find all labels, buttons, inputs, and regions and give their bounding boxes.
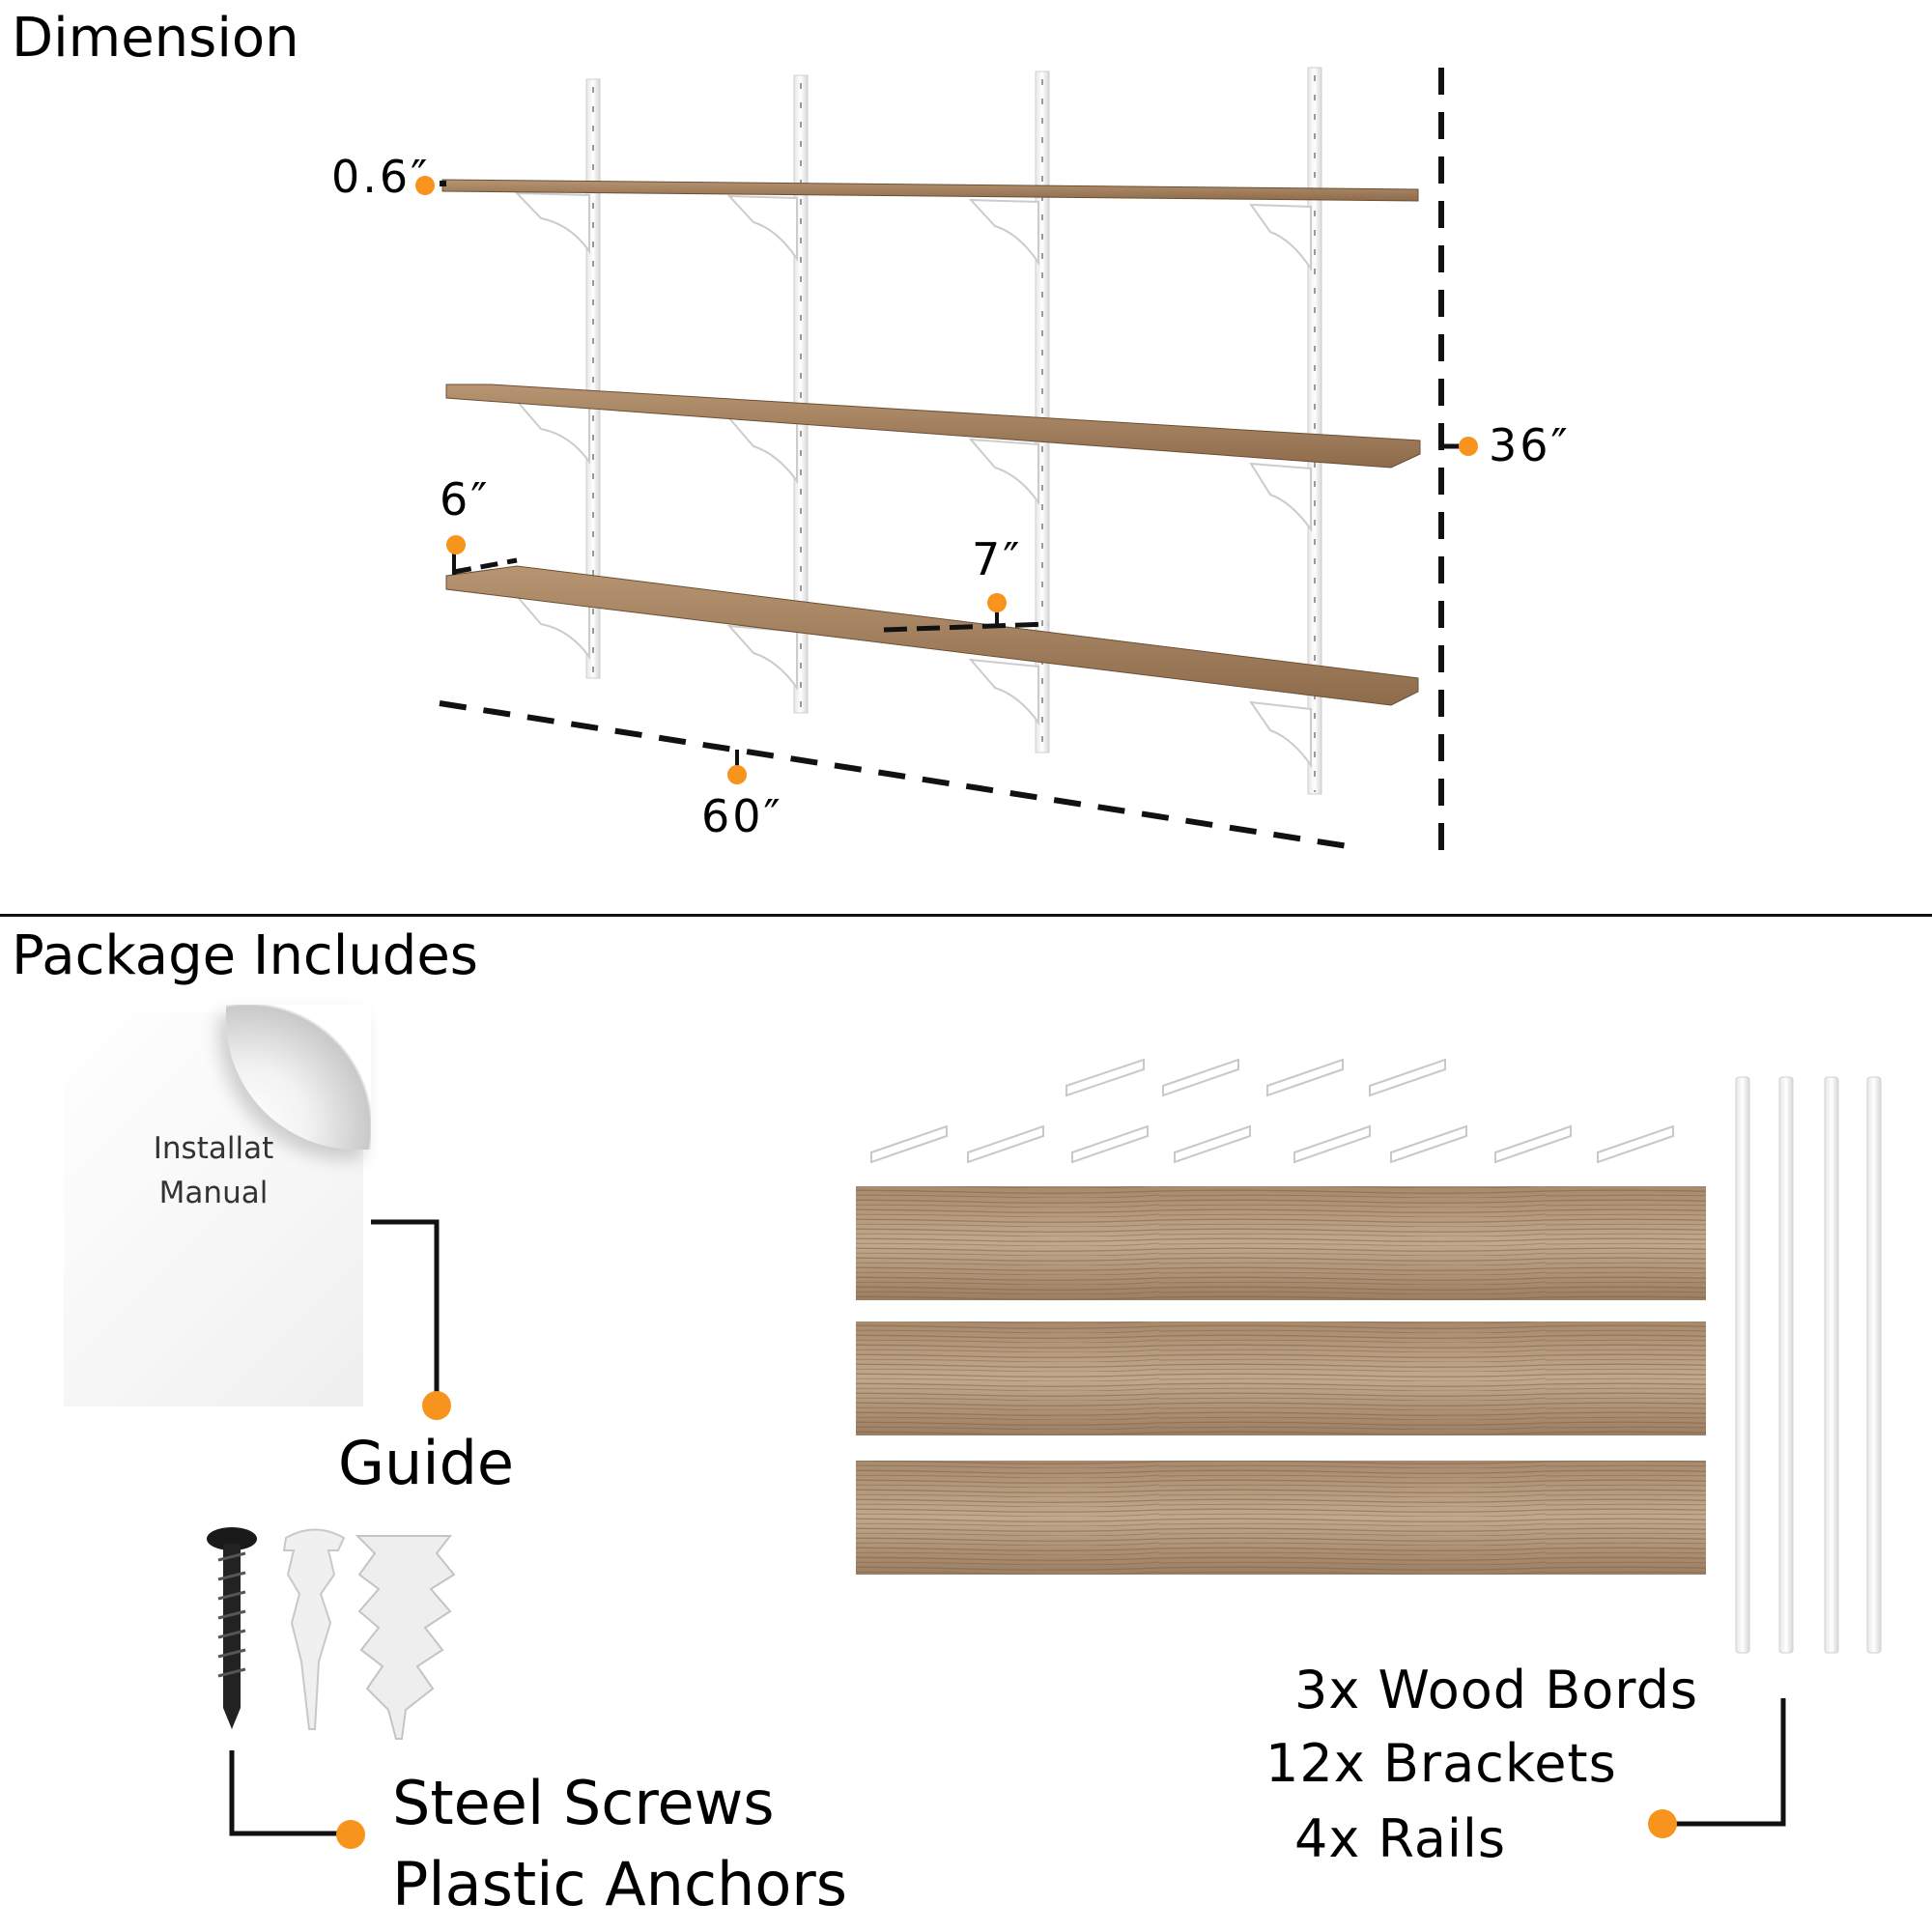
guide-label: Guide [338,1428,515,1498]
bracket [514,594,590,661]
bracket [514,191,590,255]
spacing-dashed-line [883,621,1049,633]
height-dot [1459,437,1478,456]
rail-piece [1866,1076,1882,1654]
shelf-brackets [514,191,1312,769]
bracket-piece [1390,1124,1467,1164]
loose-rails [1735,1076,1882,1654]
spacing-label: 7″ [972,533,1023,585]
bracket-piece [967,1124,1044,1164]
bracket-piece [870,1124,948,1164]
package-connectors [229,1219,1786,1836]
rail-piece [1824,1076,1839,1654]
rail-piece [1735,1076,1750,1654]
thickness-dot [415,176,435,195]
bracket-piece [1266,1058,1344,1097]
depth-dot [446,535,466,554]
hardware-dot [336,1820,365,1849]
spacing-dot [987,593,1007,612]
guide-connector [371,1219,440,1401]
plastic-anchor-icon [282,1528,346,1730]
drywall-anchor-icon [355,1535,456,1740]
screws-label: Steel Screws [392,1768,775,1838]
guide-dot [422,1391,451,1420]
rails-label: 4x Rails [1294,1808,1507,1869]
bracket [726,194,798,263]
screw-icon [207,1527,257,1729]
bracket [968,658,1039,726]
manual-text: Installat Manual [64,1126,363,1215]
boards-label: 3x Wood Bords [1294,1660,1698,1720]
dimension-dots [415,176,1478,784]
package-title: Package Includes [12,924,478,987]
manual-line-2: Manual [158,1176,269,1210]
shelf-top [441,179,1419,202]
bracket [968,198,1039,267]
bracket [968,438,1039,506]
bracket [1248,700,1312,769]
loose-brackets [870,1058,1674,1164]
bracket [514,399,590,466]
rail-piece [1778,1076,1794,1654]
hardware [207,1527,456,1740]
dimension-title: Dimension [12,7,299,70]
width-dot [727,765,747,784]
section-divider [0,914,1932,917]
hardware-connector [229,1750,340,1836]
bracket-piece [1369,1058,1446,1097]
bracket-piece [1494,1124,1572,1164]
bracket [726,416,798,485]
manual-line-1: Installat [153,1131,274,1166]
brackets-label: 12x Brackets [1265,1733,1617,1794]
bracket-piece [1065,1058,1145,1097]
bracket-piece [1174,1124,1251,1164]
installation-manual: Installat Manual [64,1005,371,1406]
depth-label: 6″ [440,473,491,526]
parts-dot [1648,1809,1677,1838]
width-dashed-line [439,700,1361,851]
bracket [1249,462,1312,533]
bracket [726,624,798,692]
height-label: 36″ [1489,419,1571,471]
depth-dashed-line [453,557,518,575]
wood-boards [856,1186,1706,1575]
assembled-shelves [441,179,1421,706]
bracket-piece [1071,1124,1149,1164]
thickness-label: 0.6″ [331,151,431,203]
bracket-piece [1597,1124,1674,1164]
bracket [1249,203,1312,272]
package-dots [336,1391,1677,1849]
shelf-bottom [445,565,1419,706]
width-label: 60″ [701,790,783,842]
bracket-piece [1293,1124,1371,1164]
bracket-piece [1162,1058,1239,1097]
anchors-label: Plastic Anchors [392,1849,848,1919]
parts-connector [1663,1698,1786,1827]
shelf-middle [445,384,1421,469]
